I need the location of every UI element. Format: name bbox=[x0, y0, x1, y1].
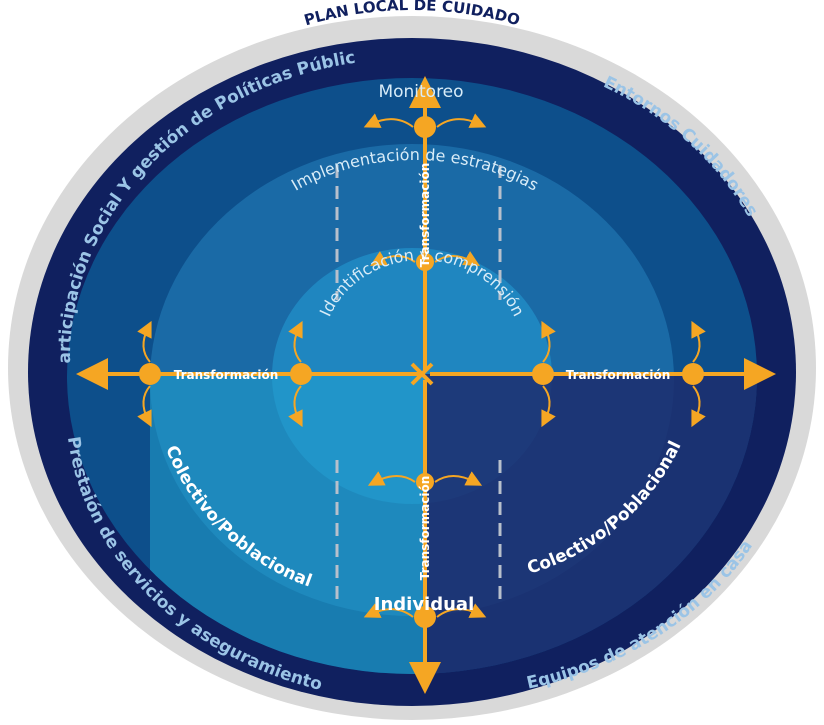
node-right-outer bbox=[682, 363, 704, 385]
node-monitoring bbox=[414, 116, 436, 138]
node-left-outer bbox=[139, 363, 161, 385]
axis-label-vertical-bottom: Transformación bbox=[418, 476, 432, 581]
curved-arrows bbox=[137, 113, 706, 618]
quadrant-label-bottom: Individual bbox=[374, 594, 475, 615]
node-identification bbox=[416, 253, 434, 271]
axis-label-right: Transformación bbox=[566, 368, 671, 382]
stage-monitoring: Monitoreo bbox=[378, 82, 463, 102]
node-right-inner bbox=[532, 363, 554, 385]
node-individual-inner bbox=[416, 473, 434, 491]
axis-label-left: Transformación bbox=[174, 368, 279, 382]
node-individual bbox=[414, 606, 436, 628]
lower-left-quadrant bbox=[150, 374, 425, 674]
axis-label-vertical-top: Transformación bbox=[418, 163, 432, 268]
node-left-inner bbox=[290, 363, 312, 385]
center-cross-icon bbox=[410, 362, 434, 386]
